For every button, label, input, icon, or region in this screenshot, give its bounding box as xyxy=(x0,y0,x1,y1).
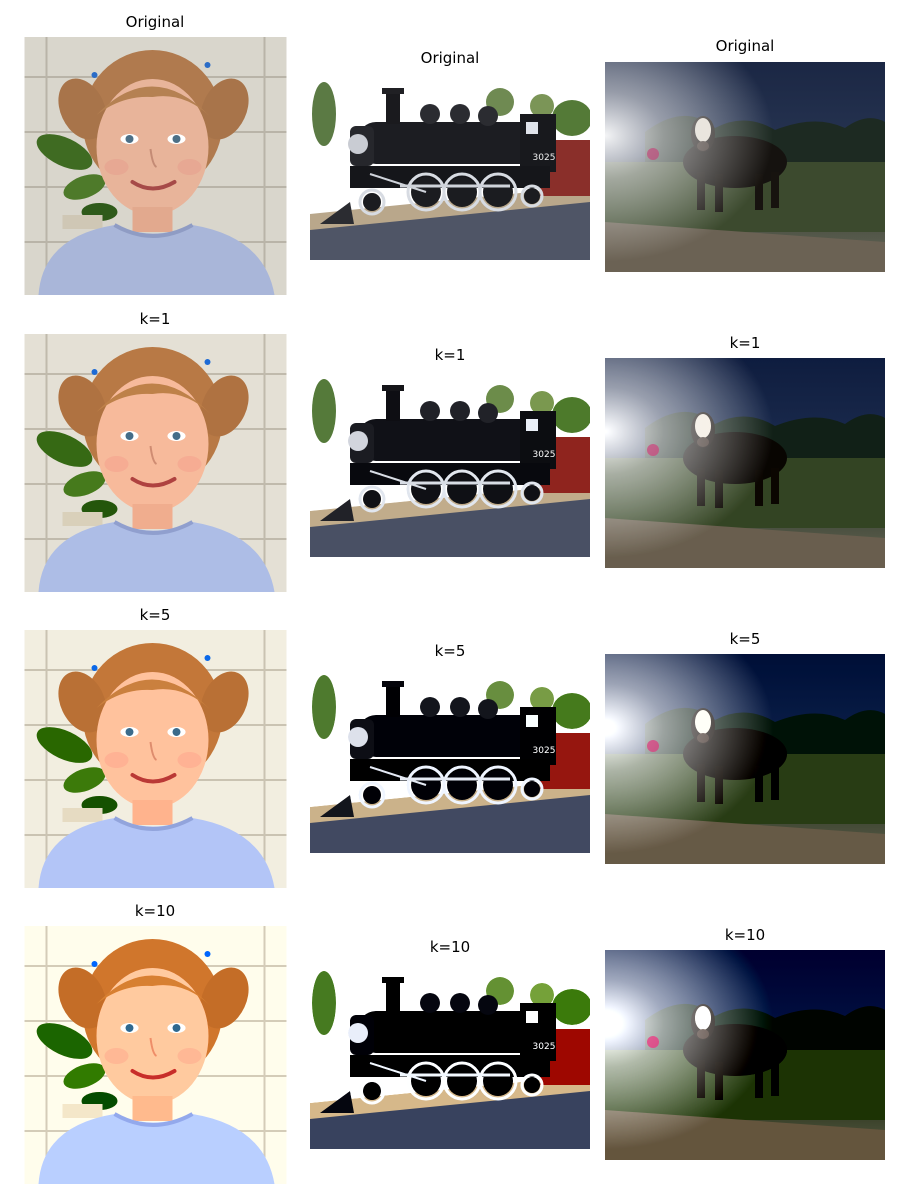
row-label-train-k5: k=5 xyxy=(434,642,466,660)
girl-image-k10 xyxy=(24,926,287,1184)
row-label-girl-original: Original xyxy=(125,13,185,31)
row-label-train-k1: k=1 xyxy=(434,346,466,364)
row-label-train-original: Original xyxy=(420,49,480,67)
row-label-cow-original: Original xyxy=(715,37,775,55)
cow-image-k1 xyxy=(605,358,885,568)
girl-image-k1 xyxy=(24,334,287,592)
girl-image-original xyxy=(24,37,287,295)
train-image-original xyxy=(310,74,590,260)
train-image-k5 xyxy=(310,667,590,853)
row-label-train-k10: k=10 xyxy=(429,938,471,956)
cow-image-k5 xyxy=(605,654,885,864)
row-label-cow-k5: k=5 xyxy=(729,630,761,648)
row-label-girl-k10: k=10 xyxy=(134,902,176,920)
girl-image-k5 xyxy=(24,630,287,888)
row-label-girl-k5: k=5 xyxy=(139,606,171,624)
train-image-k10 xyxy=(310,963,590,1149)
row-label-cow-k10: k=10 xyxy=(724,926,766,944)
train-image-k1 xyxy=(310,371,590,557)
cow-image-original xyxy=(605,62,885,272)
cow-image-k10 xyxy=(605,950,885,1160)
row-label-cow-k1: k=1 xyxy=(729,334,761,352)
row-label-girl-k1: k=1 xyxy=(139,310,171,328)
